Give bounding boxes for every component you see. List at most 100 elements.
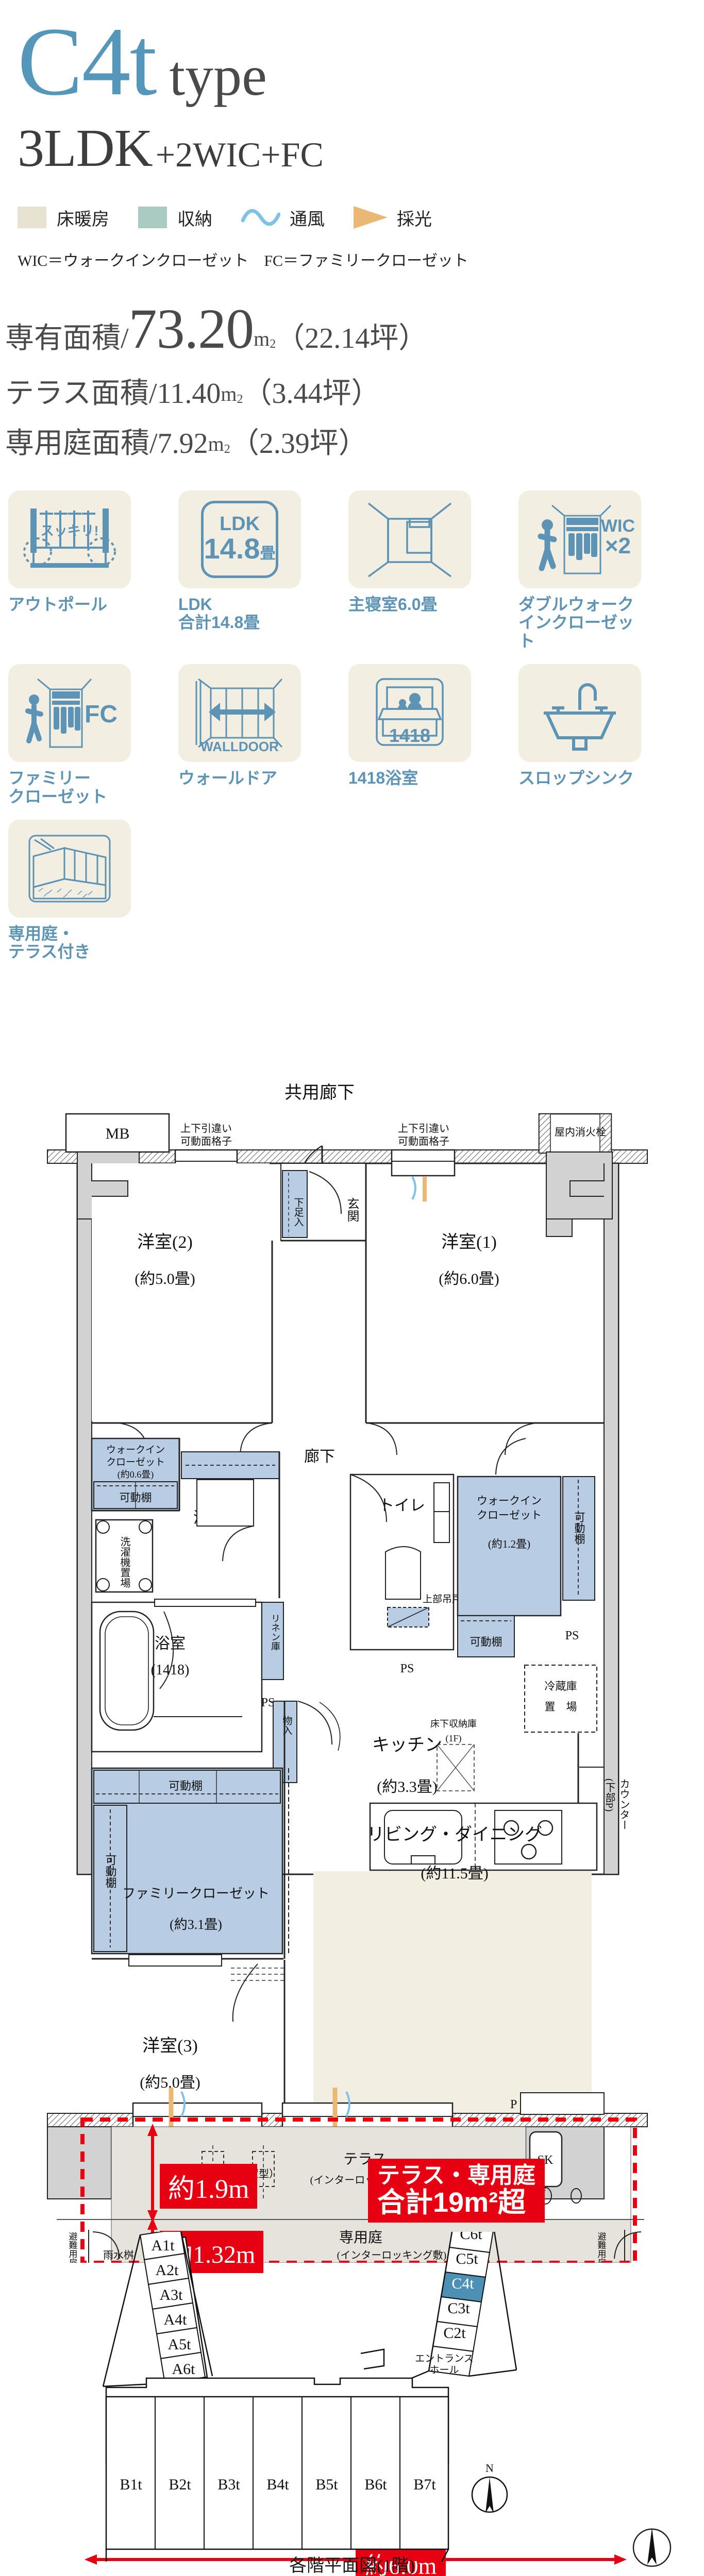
walldoor-badge: WALLDOOR [200, 738, 279, 754]
bath-1418-icon: 1418 [348, 664, 471, 762]
counter-p-label-1: カウンター [618, 1778, 629, 1830]
fc-badge: FC [85, 700, 118, 728]
boundary-outline [80, 2117, 637, 2263]
legend-item-floor-heating: 床暖房 [18, 205, 109, 230]
entrance-hall-label-1: エントランス [415, 2353, 474, 2364]
area-value: 11.40 [157, 377, 221, 410]
key-unit-b4: B4t [266, 2476, 289, 2493]
key-unit-a1: A1t [152, 2237, 175, 2254]
legend-item-daylight: 採光 [354, 205, 432, 230]
room-area-yoshitsu1: (約6.0畳) [439, 1270, 499, 1287]
feature-label: 専用庭・ テラス付き [8, 924, 91, 961]
feature-row-2: FC ファミリー クローゼット [8, 664, 699, 820]
building-key-map: A1t A2t A3t A4t A5t A6t C6t C5t [0, 2232, 704, 2576]
type-word: type [169, 44, 267, 107]
hydrant-label: 屋内消火栓 [555, 1126, 606, 1138]
key-map-drawing: A1t A2t A3t A4t A5t A6t C6t C5t [102, 2232, 517, 2562]
feature-ldk: LDK 14.8畳 LDK 合計14.8畳 [178, 490, 348, 651]
toilet-label: トイレ [379, 1497, 425, 1514]
feature-slop-sink: スロップシンク [518, 664, 689, 806]
kitchen-label: キッチン [372, 1736, 442, 1755]
area-unit-sup: 2 [237, 392, 243, 406]
corridor-window-right [391, 1149, 456, 1202]
counter-p-label-2: (下部P) [604, 1778, 615, 1811]
area-tsubo: （22.14坪） [276, 322, 428, 354]
dimension-arrow-horizontal [85, 2554, 627, 2565]
walldoor-icon: WALLDOOR [178, 664, 301, 762]
feature-label: LDK 合計14.8畳 [178, 595, 260, 632]
wic-label: WIC [600, 516, 635, 536]
storage-swatch-icon [138, 207, 167, 228]
key-unit-b7: B7t [413, 2476, 436, 2493]
key-unit-b6: B6t [364, 2476, 387, 2493]
private-garden-label: 専用庭 [339, 2229, 382, 2246]
rain-basin-label: 雨水桝 [103, 2249, 134, 2261]
area-tsubo: （2.39坪） [230, 427, 367, 460]
key-unit-c2: C2t [443, 2325, 466, 2342]
feature-label: 主寝室6.0畳 [348, 595, 438, 614]
p-label-bottom: P [510, 2098, 517, 2111]
floor-plan: MB P 屋内消火栓 共用廊下 上下引違い [0, 995, 704, 2274]
slop-sink-icon [518, 664, 641, 762]
feature-label: 1418浴室 [348, 768, 418, 787]
legend-label: 通風 [290, 210, 325, 229]
ps-label-bath: PS [261, 1696, 275, 1709]
room-label-yoshitsu2: 洋室(2) [137, 1232, 193, 1252]
key-unit-a2: A2t [156, 2262, 179, 2279]
master-bedroom-icon [348, 490, 471, 588]
key-unit-c4-highlighted: C4t [451, 2275, 474, 2292]
key-unit-a3: A3t [160, 2286, 183, 2303]
under-floor-storage-label-1: 床下収納庫 [430, 1719, 477, 1729]
wic-right-area: (約1.2畳) [488, 1538, 530, 1550]
private-garden-icon [8, 819, 131, 918]
floor-plan-drawing: MB P 屋内消火栓 共用廊下 上下引違い [47, 1083, 648, 2263]
under-floor-storage-label-2: (1F) [446, 1733, 462, 1744]
wic-right-shelf-1: 可動棚 [573, 1512, 585, 1544]
area-value: 73.20 [128, 297, 254, 360]
wic-left-label-2: クローゼット [106, 1456, 165, 1468]
legend-abbreviations: WIC＝ウォークインクローゼット FC＝ファミリークローゼット [18, 252, 469, 269]
double-wic-icon: WIC ×2 [518, 490, 641, 588]
header: C4t type 3LDK +2WIC+FC [0, 0, 704, 175]
wic-multiplier: ×2 [605, 533, 631, 558]
area-value: 7.92 [157, 427, 208, 460]
mb-label: MB [106, 1125, 130, 1142]
family-closet-label: ファミリークローゼット [122, 1886, 270, 1901]
callout-dim-1-9m: 約1.9m [160, 2164, 258, 2209]
family-closet-area: (約3.1畳) [170, 1917, 222, 1932]
out-pole-icon: スッキリ! [8, 490, 131, 588]
area-label: 専有面積 [5, 322, 121, 354]
daylight-triangle-icon [354, 206, 388, 229]
wing-a-units [139, 2232, 206, 2384]
feature-private-garden: 専用庭・ テラス付き [8, 819, 178, 962]
feature-double-wic: WIC ×2 ダブルウォーク インクローゼット [518, 490, 689, 651]
shoe-box-label: 下足入 [293, 1197, 304, 1227]
feature-row-3: 専用庭・ テラス付き [8, 819, 699, 975]
feature-bath-1418: 1418 1418浴室 [348, 664, 518, 806]
compass-icon [632, 2528, 672, 2567]
window-note-right-2: 可動面格子 [398, 1136, 449, 1147]
legend-label: 収納 [177, 210, 212, 229]
wic-right-label-2: クローゼット [477, 1509, 542, 1521]
key-unit-b3: B3t [217, 2476, 240, 2493]
area-separator: / [149, 427, 158, 460]
common-corridor-label: 共用廊下 [284, 1083, 355, 1103]
legend: 床暖房 収納 通風 採光 [18, 205, 704, 230]
window-note-right-1: 上下引違い [398, 1123, 449, 1134]
key-unit-c5: C5t [456, 2250, 478, 2267]
legend-label: 採光 [397, 210, 432, 229]
plan-layout-extra: +2WIC+FC [155, 135, 324, 175]
compass-north-label: N [485, 2462, 494, 2475]
key-unit-b2: B2t [169, 2476, 191, 2493]
feature-label: ファミリー クローゼット [8, 768, 108, 806]
key-unit-a5: A5t [168, 2336, 192, 2353]
wic-right-label-1: ウォークイン [477, 1495, 542, 1507]
feature-label: ウォールドア [178, 768, 278, 787]
key-unit-b5: B5t [315, 2476, 338, 2493]
entrance-hall-label-2: ホール [429, 2365, 459, 2376]
area-label: 専用庭面積 [5, 427, 149, 460]
fridge-label-1: 冷蔵庫 [545, 1680, 577, 1692]
family-closet-icon: FC [8, 664, 131, 762]
